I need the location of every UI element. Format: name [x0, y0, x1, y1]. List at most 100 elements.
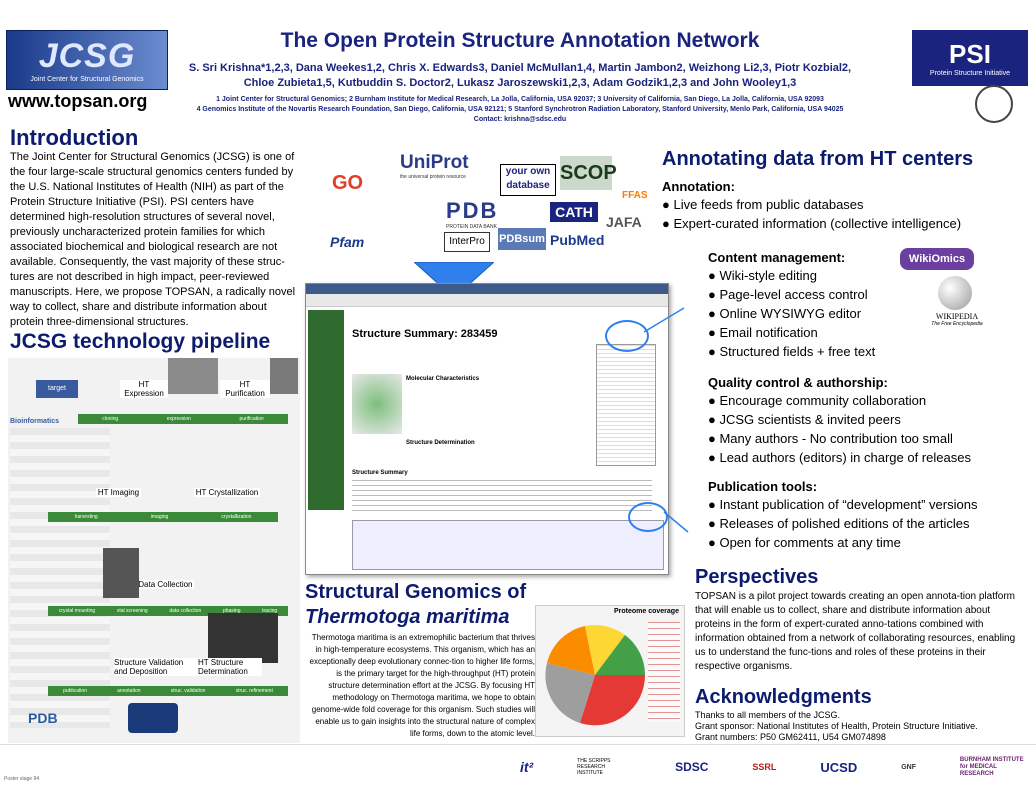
pipe-row-1: cloning expression purification [78, 414, 288, 424]
quality-item-4: Lead authors (editors) in charge of rele… [719, 450, 971, 465]
screenshot-comments [352, 520, 664, 570]
label-ht-crystallization: HT Crystallization [194, 488, 260, 497]
pie-chart [545, 624, 646, 726]
jcsg-logo-subtitle: Joint Center for Structural Genomics [30, 76, 144, 83]
stage-crystallization: crystallization [221, 514, 252, 520]
label-ht-structure-determination: HT Structure Determination [198, 658, 262, 676]
logo-ssrl: SSRL [752, 762, 777, 772]
screenshot-section-1: Molecular Characteristics [406, 376, 480, 382]
list-item: ● Expert-curated information (collective… [662, 216, 962, 231]
highlight-circle-top [605, 320, 649, 352]
content-item-5: Structured fields + free text [719, 344, 876, 359]
pie-slice [545, 663, 595, 723]
authors-line-1: S. Sri Krishna*1,2,3, Dana Weekes1,2, Ch… [188, 62, 852, 74]
label-ht-purification: HT Purification [220, 380, 270, 398]
proteome-chart: Proteome coverage [535, 605, 685, 737]
stage-publication: publication [63, 688, 87, 694]
label-ht-imaging: HT Imaging [96, 488, 141, 497]
ack-heading: Acknowledgments [695, 686, 872, 708]
list-item: ● Wiki-style editing [708, 268, 817, 283]
logo-pdb-subtitle: PROTEIN DATA BANK [446, 224, 497, 230]
stage-data-collection: data collection [169, 608, 202, 614]
stage-annotation: annotation [117, 688, 141, 694]
pie-slice [547, 626, 595, 675]
affiliation-line-2: 4 Genomics Institute of the Novartis Res… [196, 106, 844, 113]
authors-line-2: Chloe Zubieta1,5, Kutbuddin S. Doctor2, … [243, 77, 797, 89]
list-item: ● Releases of polished editions of the a… [708, 516, 970, 531]
stage-purification: purification [239, 416, 264, 422]
logo-pdb-text: PDB [446, 198, 499, 223]
stage-expression: expression [166, 416, 191, 422]
pie-slice [595, 635, 645, 675]
photo-expression [168, 358, 218, 394]
logo-gnf: GNF [901, 763, 916, 771]
logo-jafa: JAFA [606, 214, 642, 230]
pie-slice [580, 675, 646, 726]
list-item: ● Email notification [708, 325, 818, 340]
contact-email[interactable]: Contact: krishna@sdsc.edu [473, 116, 567, 123]
list-item: ● Structured fields + free text [708, 344, 876, 359]
stage-crystal-mounting: crystal mounting [58, 608, 96, 614]
screenshot-section-3: Structure Summary [352, 470, 408, 476]
screenshot-sidebar [308, 310, 344, 510]
screenshot-toolbar [306, 294, 668, 307]
wikipedia-logo: WIKIPEDIA The Free Encyclopedia [922, 312, 992, 327]
logo-pfam: Pfam [330, 234, 365, 250]
your-own-database: your own database [500, 164, 556, 196]
footer-bar [0, 744, 1036, 788]
pipeline-heading: JCSG technology pipeline [10, 330, 271, 353]
logo-burnham: BURNHAM INSTITUTE for MEDICAL RESEARCH [959, 756, 1024, 777]
seal-emblem [975, 85, 1013, 123]
publication-list: ● Instant publication of “development” v… [708, 495, 977, 552]
logo-uniprot: UniProt the universal protein resource [400, 152, 469, 180]
thermotoga-heading-2: Thermotoga maritima [305, 606, 510, 628]
poster-title: The Open Protein Structure Annotation Ne… [280, 29, 760, 52]
quality-item-1: Encourage community collaboration [719, 393, 927, 408]
thermotoga-text: Thermotoga maritima is an extremophilic … [309, 633, 535, 738]
list-item: ● Online WYSIWYG editor [708, 306, 862, 321]
list-item: ● Encourage community collaboration [708, 393, 927, 408]
stage-tracing: tracing [262, 608, 278, 614]
publication-item-2: Releases of polished editions of the art… [719, 516, 970, 531]
logo-uniprot-text: UniProt [400, 152, 469, 173]
screenshot-thumb [596, 344, 656, 466]
logo-cath: CATH [550, 202, 598, 222]
logo-ucsd: UCSD [820, 759, 858, 775]
wikiomics-logo: WikiOmics [900, 248, 974, 270]
wikipedia-text: WIKIPEDIA [935, 312, 979, 321]
people-list [10, 428, 110, 728]
stage-cloning: cloning [102, 416, 119, 422]
list-item: ● Lead authors (editors) in charge of re… [708, 450, 971, 465]
list-item: ● JCSG scientists & invited peers [708, 412, 901, 427]
protein-image [352, 374, 402, 434]
logo-it2: it² [520, 759, 534, 775]
label-ht-data-collection: HT Data Collection [124, 580, 194, 589]
annotation-list: ● Live feeds from public databases ● Exp… [662, 195, 961, 233]
content-item-1: Wiki-style editing [719, 268, 817, 283]
stage-phasing: phasing [222, 608, 241, 614]
stage-xtal-screening: xtal screening [116, 608, 148, 614]
logo-sdsc: SDSC [675, 760, 709, 774]
affiliation-line-1: 1 Joint Center for Structural Genomics; … [216, 96, 824, 103]
logo-interpro: InterPro [444, 232, 490, 252]
chart-legend [648, 622, 680, 722]
logo-pdb: PDB PROTEIN DATA BANK [446, 198, 498, 230]
website-url[interactable]: www.topsan.org [8, 91, 148, 111]
psi-logo-subtitle: Protein Structure Initiative [929, 70, 1011, 77]
content-list: ● Wiki-style editing ● Page-level access… [708, 266, 875, 361]
intro-text: The Joint Center for Structural Genomics… [10, 151, 296, 328]
topsan-screenshot: Structure Summary: 283459 Molecular Char… [305, 283, 669, 575]
logo-pdbsum: PDBsum [498, 228, 546, 250]
screenshot-titlebar [306, 284, 668, 294]
photo-data-collection [103, 548, 139, 598]
screenshot-title: Structure Summary: 283459 [352, 328, 498, 340]
stage-struc-validation: struc. validation [170, 688, 206, 694]
screenshot-text-block [352, 480, 652, 514]
logo-go: GO [332, 172, 364, 194]
data-sources-panel: GO UniProt the universal protein resourc… [328, 150, 648, 260]
target-badge: target [36, 380, 78, 398]
intro-heading: Introduction [10, 125, 139, 150]
annotation-title: Annotation: [662, 179, 735, 194]
ack-line-1: Thanks to all members of the JCSG. [695, 710, 841, 720]
pipe-row-4: publication annotation struc. validation… [48, 686, 288, 696]
